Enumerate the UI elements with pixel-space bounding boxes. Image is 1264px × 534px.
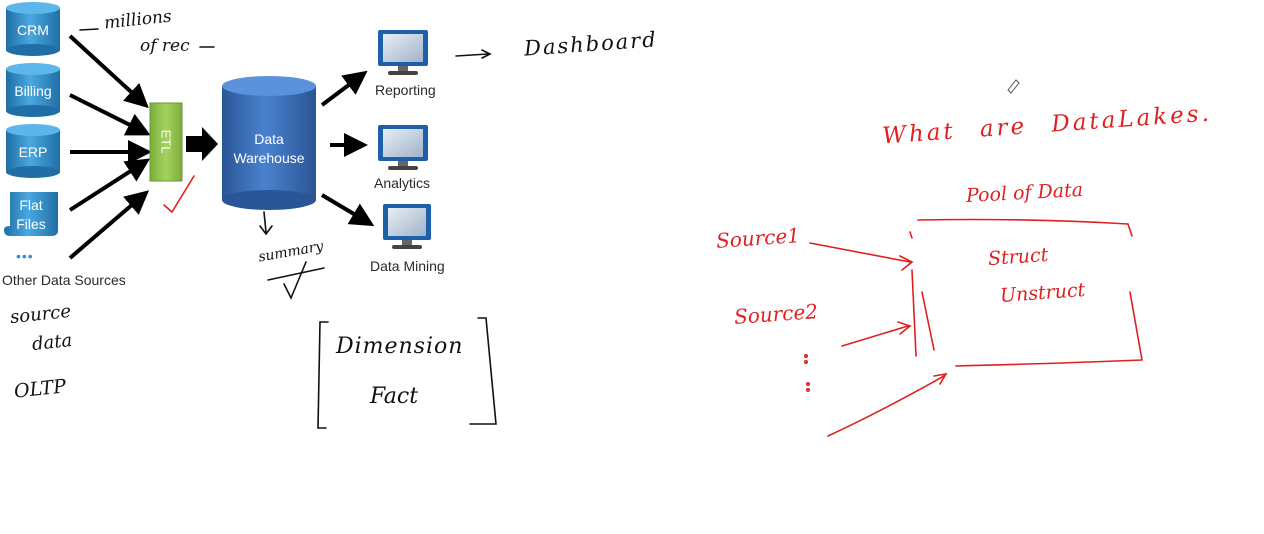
note-of-rec: of rec <box>140 36 190 56</box>
etl-box <box>149 102 183 182</box>
note-struct: Struct <box>987 243 1049 271</box>
etl-label: ETL <box>158 129 174 154</box>
source-crm-label: CRM <box>17 22 49 38</box>
warehouse-to-output-arrows <box>320 70 375 227</box>
reporting-monitor-icon <box>378 30 428 75</box>
analytics-monitor-icon <box>378 125 428 170</box>
etl-to-warehouse-arrow <box>186 127 218 161</box>
source-crm-cylinder <box>6 2 60 56</box>
source-billing-cylinder <box>6 63 60 117</box>
source-flat-files-scroll <box>4 192 58 236</box>
pencil-cursor-icon <box>1007 79 1020 94</box>
handwritten-black-strokes <box>79 28 497 429</box>
other-sources-dots: ••• <box>16 248 34 264</box>
source-billing-label: Billing <box>14 83 52 99</box>
source-erp-label: ERP <box>18 144 48 160</box>
data-mining-monitor-icon <box>383 204 431 249</box>
source-to-etl-arrows <box>68 34 152 260</box>
data-lake-sketch <box>803 218 1143 437</box>
note-dimension: Dimension <box>336 334 464 359</box>
other-sources-label: Other Data Sources <box>2 272 126 288</box>
output-data-mining-label: Data Mining <box>370 258 445 274</box>
output-reporting-label: Reporting <box>375 82 436 98</box>
source-flat-files-label-1: Flat Files <box>16 197 46 232</box>
etl-checkmark <box>163 175 195 214</box>
source-erp-cylinder <box>6 124 60 178</box>
note-fact: Fact <box>370 384 419 409</box>
note-data: data <box>31 329 74 356</box>
data-warehouse-cylinder <box>222 76 316 210</box>
warehouse-label-line2: Warehouse <box>233 150 305 166</box>
output-analytics-label: Analytics <box>374 175 431 191</box>
warehouse-label-line1: Data <box>254 131 284 147</box>
